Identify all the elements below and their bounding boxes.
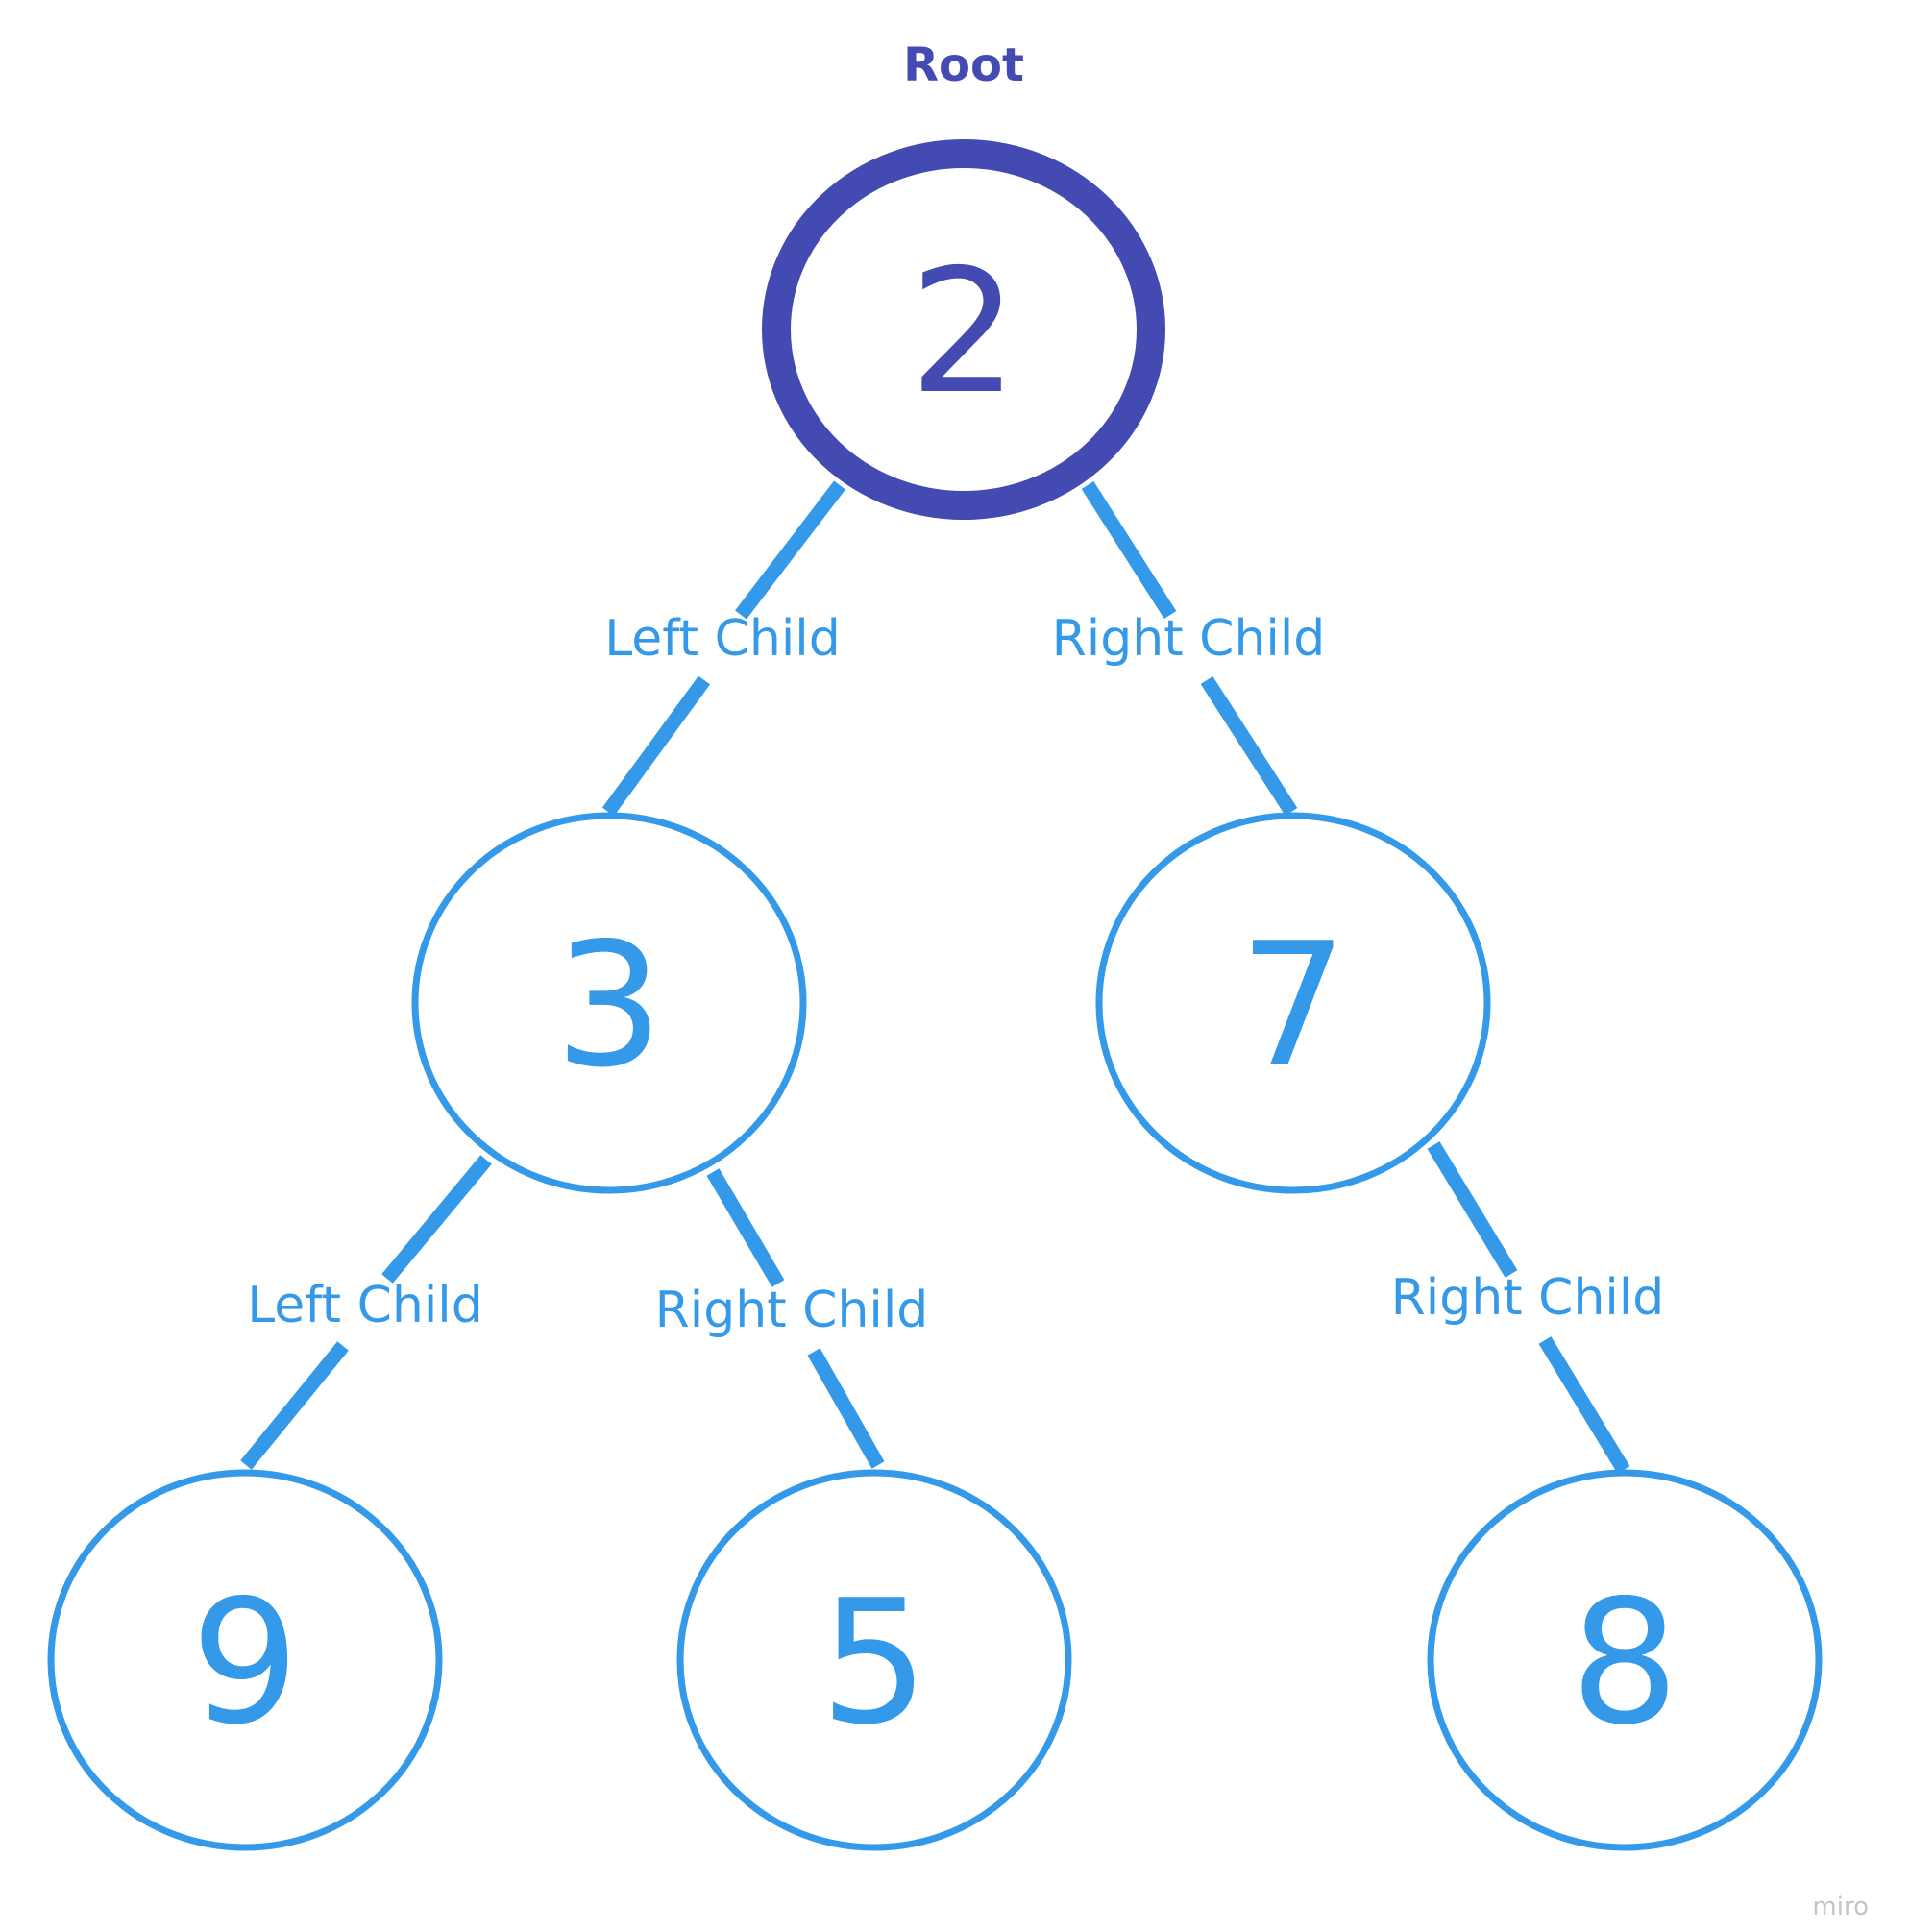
edge-3-5-line-2 [807, 1348, 885, 1469]
node-circle-7 [1095, 812, 1491, 1194]
node-circle-2 [762, 139, 1165, 520]
node-circle-3 [411, 812, 807, 1194]
tree-node-8: 8 [1427, 1469, 1823, 1851]
tree-node-3: 3 [411, 812, 807, 1194]
node-value-2: 2 [909, 232, 1017, 431]
edge-3-5-line-1 [706, 1168, 785, 1287]
node-circle-8 [1427, 1469, 1823, 1851]
nodes: 2 3 7 9 5 8 [47, 139, 1823, 1851]
edge-3-9-line-1 [381, 1155, 492, 1284]
edge-label-left-child-2-3: Left Child [604, 610, 841, 668]
tree-node-2: 2 [762, 139, 1165, 520]
miro-watermark: miro [1812, 1893, 1869, 1921]
edge-7-8-line-1 [1427, 1141, 1518, 1278]
tree-node-7: 7 [1095, 812, 1491, 1194]
root-label: Root [903, 38, 1024, 92]
edge-label-right-child-2-7: Right Child [1052, 610, 1326, 668]
edge-2-7-line-2 [1200, 675, 1298, 817]
edge-label-right-child-3-5: Right Child [655, 1282, 929, 1339]
node-value-7: 7 [1238, 906, 1347, 1105]
node-value-3: 3 [554, 906, 663, 1105]
edge-2-7-line-1 [1081, 480, 1177, 620]
edge-2-3-line-1 [735, 480, 845, 620]
edge-3-9-line-2 [240, 1341, 349, 1470]
node-value-5: 5 [820, 1563, 928, 1762]
tree-node-5: 5 [676, 1469, 1072, 1851]
edge-7-8-line-2 [1538, 1336, 1630, 1474]
edge-2-3-line-2 [601, 675, 711, 817]
node-circle-5 [676, 1469, 1072, 1851]
tree-node-9: 9 [47, 1469, 443, 1851]
node-value-8: 8 [1570, 1563, 1678, 1762]
edge-label-right-child-7-8: Right Child [1391, 1269, 1665, 1327]
node-value-9: 9 [190, 1563, 299, 1762]
edge-label-left-child-3-9: Left Child [247, 1277, 483, 1334]
node-circle-9 [47, 1469, 443, 1851]
